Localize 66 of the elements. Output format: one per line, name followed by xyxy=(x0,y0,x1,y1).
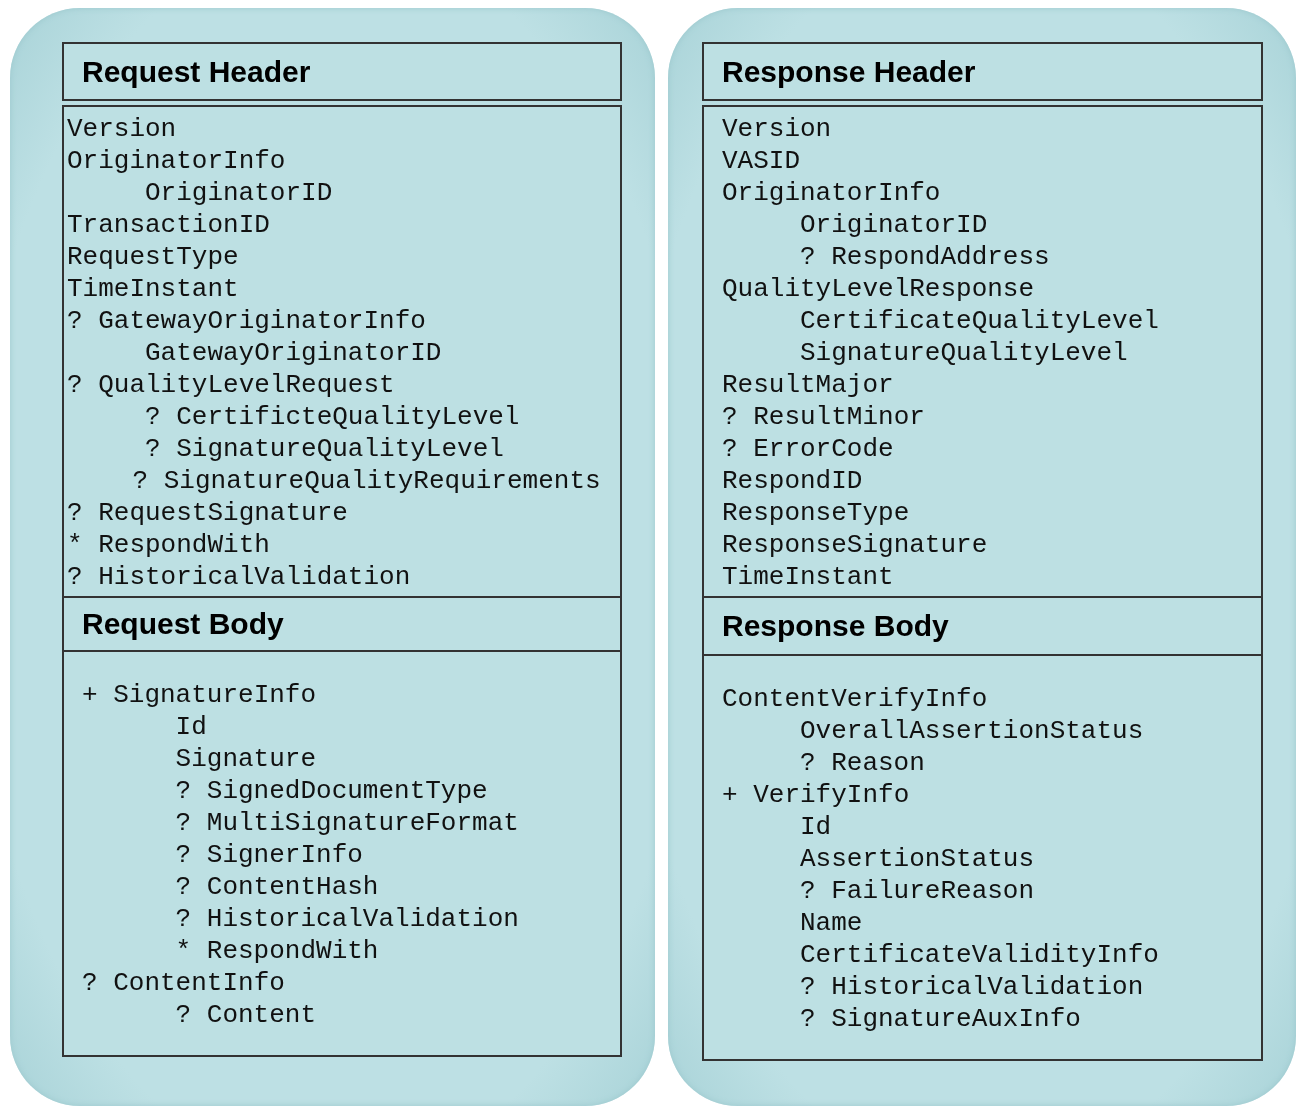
field-name: OriginatorInfo xyxy=(67,146,286,176)
field-name: VASID xyxy=(722,146,800,176)
section-header-box xyxy=(702,596,1263,656)
field-name: + VerifyInfo xyxy=(722,780,910,810)
field-name: ResultMajor xyxy=(722,370,894,400)
field-name: ? Content xyxy=(175,1000,317,1030)
field-name: ? HistoricalValidation xyxy=(800,972,1144,1002)
panel-background xyxy=(10,8,655,1106)
field-name: ResponseSignature xyxy=(722,530,988,560)
field-name: ? RespondAddress xyxy=(800,242,1050,272)
field-name: TimeInstant xyxy=(722,562,894,592)
field-name: RequestType xyxy=(67,242,239,272)
field-name: ContentVerifyInfo xyxy=(722,684,988,714)
field-list-box xyxy=(702,654,1263,1061)
panel-background xyxy=(668,8,1296,1106)
field-name: ? RequestSignature xyxy=(67,498,348,528)
field-name: ? Reason xyxy=(800,748,925,778)
field-name: TimeInstant xyxy=(67,274,239,304)
field-name: ? QualityLevelRequest xyxy=(67,370,395,400)
field-name: * RespondWith xyxy=(175,936,379,966)
field-name: ? SignatureQualityRequirements xyxy=(132,466,601,496)
field-name: RespondID xyxy=(722,466,863,496)
field-name: + SignatureInfo xyxy=(82,680,317,710)
field-name: Signature xyxy=(175,744,317,774)
section-title: Request Body xyxy=(82,607,284,641)
field-name: Name xyxy=(800,908,863,938)
field-name: Id xyxy=(175,712,207,742)
field-name: ? FailureReason xyxy=(800,876,1035,906)
field-name: ? ContentInfo xyxy=(82,968,285,998)
field-name: ? SignedDocumentType xyxy=(175,776,488,806)
field-name: ? ErrorCode xyxy=(722,434,894,464)
field-name: Version xyxy=(67,114,177,144)
field-name: CertificateQualityLevel xyxy=(800,306,1159,336)
field-list-box xyxy=(62,105,622,598)
field-name: SignatureQualityLevel xyxy=(800,338,1128,368)
field-name: ? HistoricalValidation xyxy=(175,904,519,934)
section-title: Response Body xyxy=(722,609,949,643)
field-list-box xyxy=(62,650,622,1057)
field-name: OriginatorID xyxy=(800,210,988,240)
field-name: OverallAssertionStatus xyxy=(800,716,1144,746)
field-name: OriginatorInfo xyxy=(722,178,941,208)
field-name: QualityLevelResponse xyxy=(722,274,1035,304)
field-name: ResponseType xyxy=(722,498,910,528)
field-name: AssertionStatus xyxy=(800,844,1035,874)
section-header-box xyxy=(62,42,622,101)
field-name: ? SignatureAuxInfo xyxy=(800,1004,1081,1034)
field-name: ? GatewayOriginatorInfo xyxy=(67,306,426,336)
field-name: ? HistoricalValidation xyxy=(67,562,411,592)
section-header-box xyxy=(62,596,622,652)
field-name: ? SignerInfo xyxy=(175,840,363,870)
section-title: Request Header xyxy=(82,54,311,89)
field-list-box xyxy=(702,105,1263,598)
field-name: Version xyxy=(722,114,832,144)
field-name: Id xyxy=(800,812,832,842)
field-name: CertificateValidityInfo xyxy=(800,940,1159,970)
field-name: OriginatorID xyxy=(145,178,333,208)
field-name: ? MultiSignatureFormat xyxy=(175,808,519,838)
field-name: * RespondWith xyxy=(67,530,270,560)
field-name: ? ContentHash xyxy=(175,872,379,902)
section-title: Response Header xyxy=(722,54,976,89)
field-name: ? SignatureQualityLevel xyxy=(145,434,504,464)
field-name: TransactionID xyxy=(67,210,270,240)
section-header-box xyxy=(702,42,1263,101)
field-name: ? ResultMinor xyxy=(722,402,925,432)
field-name: ? CertificteQualityLevel xyxy=(145,402,520,432)
field-name: GatewayOriginatorID xyxy=(145,338,442,368)
